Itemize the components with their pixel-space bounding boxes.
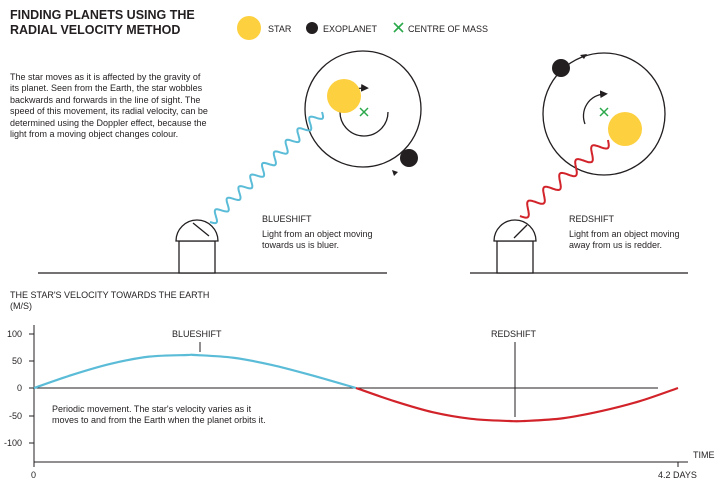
left-orbit-arrowhead (392, 170, 398, 176)
x-tick-label-end: 4.2 DAYS (658, 470, 697, 480)
right-star-icon (608, 112, 642, 146)
redshift-light-wave (519, 139, 610, 219)
legend-centre-of-mass-icon (393, 22, 404, 33)
y-tick-label: -100 (3, 438, 22, 448)
right-star-orbit-arrow (582, 90, 608, 125)
redshift-text: Light from an object moving away from us… (569, 229, 680, 251)
blueshift-annotation: BLUESHIFT (172, 329, 222, 339)
velocity-chart (29, 325, 688, 467)
y-tick-label: 50 (11, 356, 22, 366)
left-observatory-icon (175, 219, 219, 274)
right-observatory-icon (493, 219, 537, 274)
redshift-annotation: REDSHIFT (491, 329, 536, 339)
page-title: FINDING PLANETS USING THE RADIAL VELOCIT… (10, 8, 195, 37)
redshift-heading: REDSHIFT (569, 214, 614, 224)
legend-star-icon (237, 16, 261, 40)
x-axis-label: TIME (693, 450, 715, 460)
blueshift-light-wave (209, 111, 325, 225)
blueshift-heading: BLUESHIFT (262, 214, 312, 224)
right-exoplanet-icon (552, 59, 570, 77)
legend-centre-of-mass-label: CENTRE OF MASS (408, 24, 489, 34)
left-scene (38, 50, 422, 274)
intro-text: The star moves as it is affected by the … (10, 72, 208, 140)
y-tick-label: 0 (16, 383, 22, 393)
x-tick-label-start: 0 (31, 470, 37, 480)
y-tick-label: -50 (8, 411, 22, 421)
chart-title: THE STAR'S VELOCITY TOWARDS THE EARTH (M… (10, 290, 210, 312)
right-orbit-arrowhead (580, 54, 587, 59)
left-planet-orbit (304, 50, 422, 168)
chart-note: Periodic movement. The star's velocity v… (52, 404, 266, 426)
legend-star-label: STAR (268, 24, 292, 34)
right-scene (470, 52, 688, 274)
redshift-velocity-line (355, 386, 679, 423)
blueshift-text: Light from an object moving towards us i… (262, 229, 373, 251)
legend-exoplanet-icon (306, 22, 318, 34)
right-centre-of-mass-icon (599, 107, 609, 117)
right-planet-orbit (542, 52, 666, 176)
left-star-icon (327, 79, 361, 113)
blueshift-velocity-line (33, 353, 357, 390)
left-centre-of-mass-icon (359, 107, 369, 117)
left-exoplanet-icon (400, 149, 418, 167)
y-tick-label: 100 (6, 329, 22, 339)
legend-exoplanet-label: EXOPLANET (323, 24, 378, 34)
